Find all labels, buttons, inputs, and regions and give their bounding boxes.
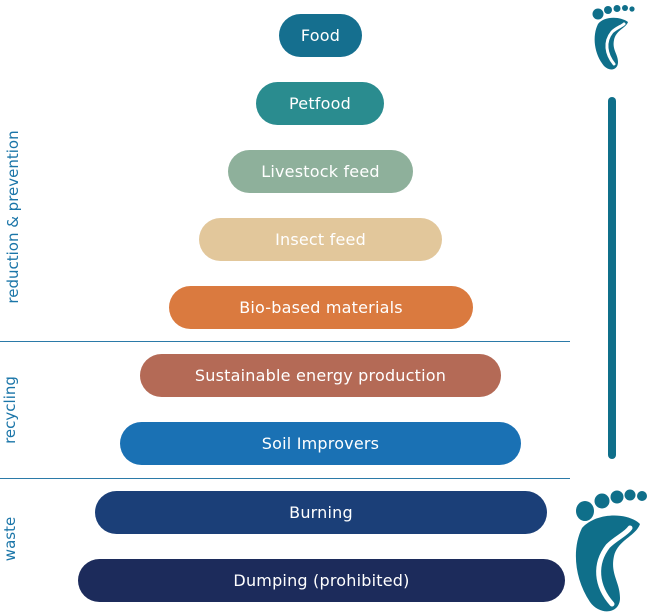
large-footprint-icon: [575, 489, 647, 612]
divider-recycling-waste: [0, 478, 570, 479]
level-insect-feed: Insect feed: [199, 218, 442, 261]
level-livestock-feed: Livestock feed: [228, 150, 413, 193]
level-sustainable-energy: Sustainable energy production: [140, 354, 501, 397]
level-food: Food: [279, 14, 362, 57]
level-soil-improvers: Soil Improvers: [120, 422, 521, 465]
level-burning: Burning: [95, 491, 547, 534]
footprint-scale-bar: [608, 97, 616, 459]
section-label-recycling: recycling: [1, 376, 19, 444]
level-dumping: Dumping (prohibited): [78, 559, 565, 602]
small-footprint-icon: [592, 5, 635, 70]
section-label-reduction: reduction & prevention: [4, 130, 22, 304]
section-label-waste: waste: [1, 516, 19, 562]
level-bio-based-materials: Bio-based materials: [169, 286, 473, 329]
divider-reduction-recycling: [0, 341, 570, 342]
level-petfood: Petfood: [256, 82, 384, 125]
